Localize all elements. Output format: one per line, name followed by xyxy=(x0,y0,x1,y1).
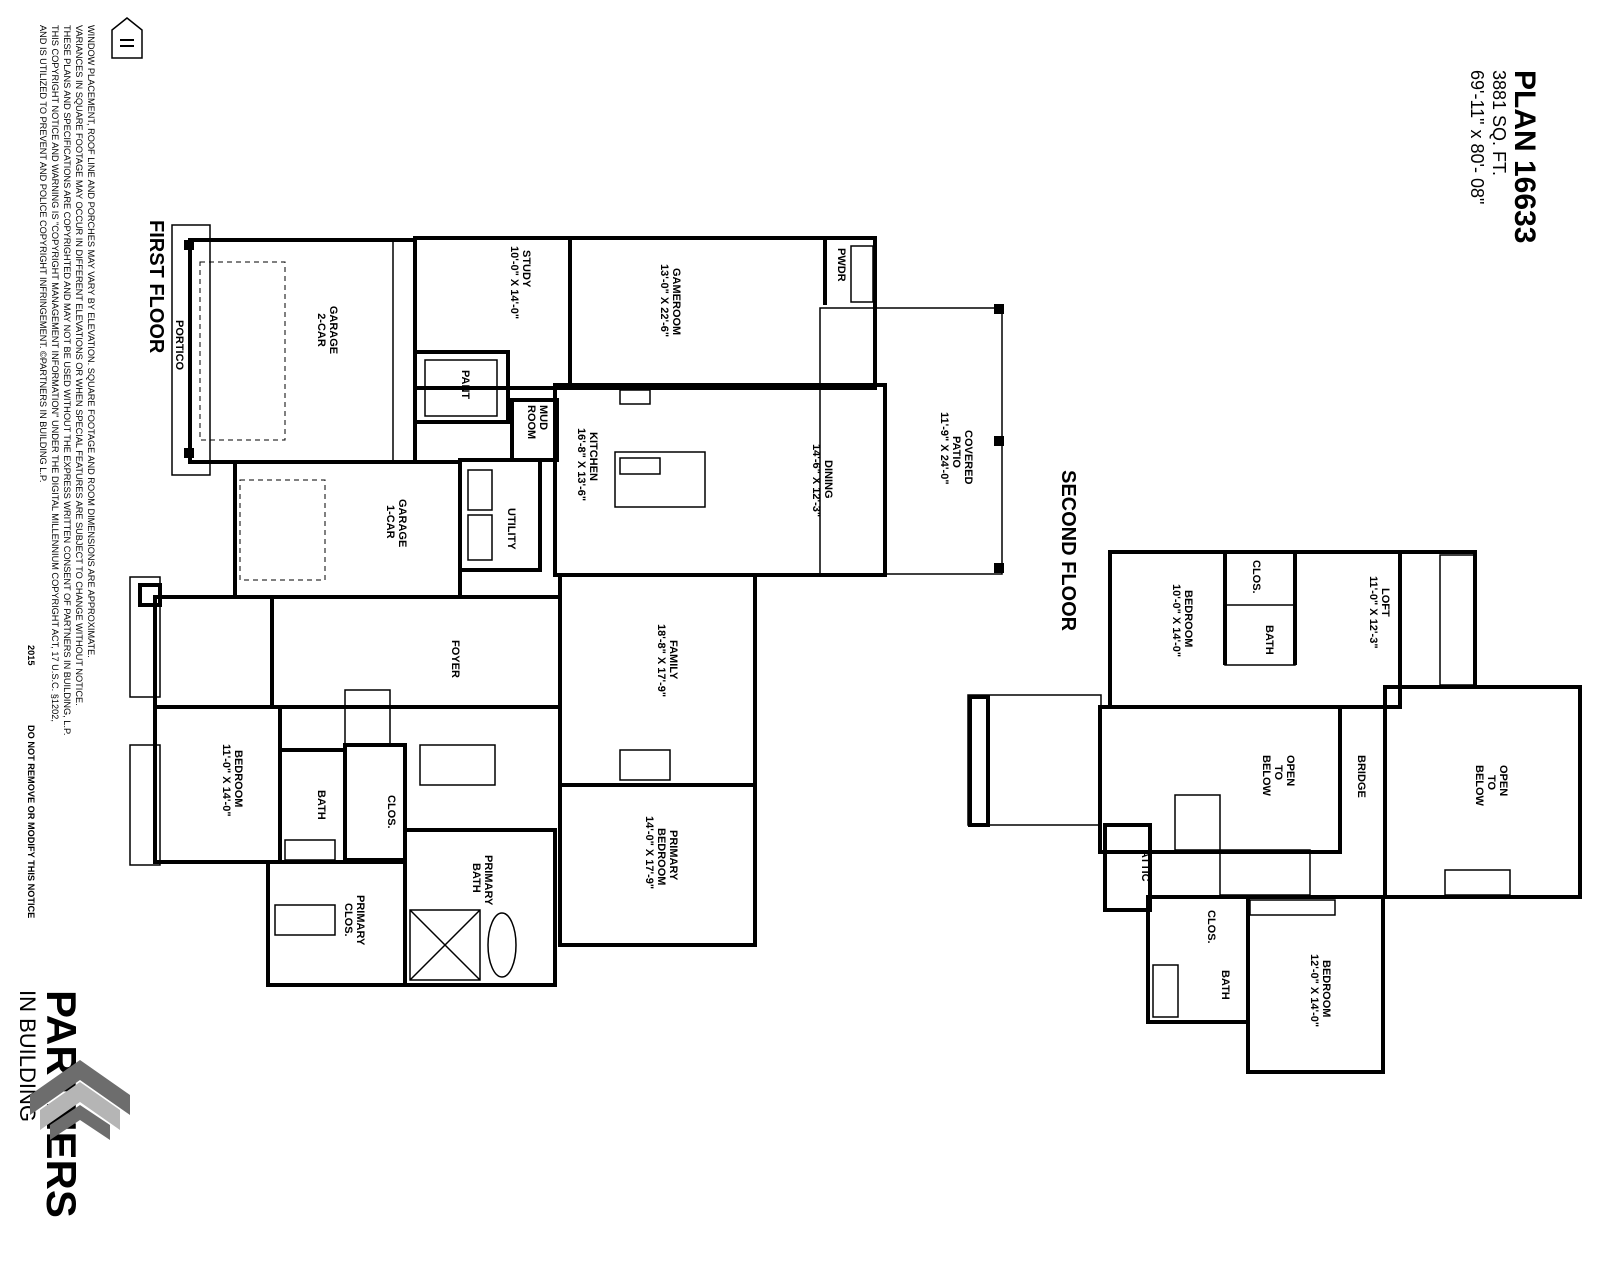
room-bedroom-2-dim: 10'-0" X 14'-0" xyxy=(1170,584,1182,657)
room-pwdr: PWDR xyxy=(835,248,847,282)
room-garage-2car-label: GARAGE xyxy=(327,306,339,354)
room-bedroom-1-dim: 11'-0" X 14'-0" xyxy=(220,744,232,817)
room-open-below-2-b: TO xyxy=(1485,775,1497,791)
room-patio: COVERED xyxy=(962,430,974,484)
room-study: STUDY xyxy=(520,250,532,288)
room-open-below-2: OPEN xyxy=(1497,765,1509,796)
room-primary-bath-label: BATH xyxy=(470,863,482,893)
room-gameroom: GAMEROOM xyxy=(670,268,682,335)
room-dining: DINING xyxy=(822,460,834,499)
room-closet-3: CLOS. xyxy=(1205,910,1217,944)
room-mud-label: ROOM xyxy=(525,405,537,439)
room-bath-2: BATH xyxy=(1263,625,1275,655)
room-closet-2: CLOS. xyxy=(1250,560,1262,594)
room-utility: UTILITY xyxy=(505,508,517,550)
room-attic: ATTIC xyxy=(1139,850,1151,882)
room-foyer: FOYER xyxy=(449,640,461,678)
room-dining-dim: 14'-6" X 12'-3" xyxy=(810,444,822,517)
room-gameroom-dim: 13'-0" X 22'-6" xyxy=(658,264,670,337)
plan-sqft: 3881 SQ. FT. xyxy=(1489,70,1509,176)
room-bedroom-2: BEDROOM xyxy=(1182,590,1194,647)
disclaimer-notice: DO NOT REMOVE OR MODIFY THIS NOTICE xyxy=(26,725,36,918)
room-open-below-1-c: BELOW xyxy=(1260,755,1272,797)
room-primary-bath: PRIMARY xyxy=(482,855,494,906)
disclaimer-block: WINDOW PLACEMENT, ROOF LINE AND PORCHES … xyxy=(26,25,96,918)
svg-text:FIRST FLOOR: FIRST FLOOR xyxy=(145,220,167,354)
room-primary-bedroom-label: BEDROOM xyxy=(655,828,667,885)
room-kitchen: KITCHEN xyxy=(587,432,599,481)
room-open-below-2-c: BELOW xyxy=(1473,765,1485,807)
disclaimer-line: VARIANCES IN SQUARE FOOTAGE MAY OCCUR IN… xyxy=(74,25,84,706)
first-floor-plan xyxy=(129,224,1004,987)
room-garage-1car: 1-CAR xyxy=(384,505,396,539)
room-family: FAMILY xyxy=(667,640,679,680)
room-primary-closet: PRIMARY xyxy=(354,895,366,946)
room-portico: PORTICO xyxy=(173,320,185,371)
room-study-dim: 10'-0" X 14'-0" xyxy=(508,246,520,319)
second-floor-plan xyxy=(967,550,1582,1074)
room-patio-dim: 11'-9" X 24'-0" xyxy=(938,412,950,485)
room-bath-3: BATH xyxy=(1219,970,1231,1000)
svg-text:SECOND FLOOR: SECOND FLOOR xyxy=(1057,470,1079,632)
disclaimer-line: THESE PLANS AND SPECIFICATIONS ARE COPYR… xyxy=(62,25,72,735)
room-open-below-1: OPEN xyxy=(1284,755,1296,786)
first-floor-labels: 2-CAR GARAGE PORTICO STUDY 10'-0" X 14'-… xyxy=(173,246,974,946)
disclaimer-line: THIS COPYRIGHT NOTICE AND WARNING IS "CO… xyxy=(50,25,60,722)
second-floor-title: SECOND FLOOR xyxy=(1057,470,1079,632)
disclaimer-line: AND IS UTILIZED TO PREVENT AND POLICE CO… xyxy=(38,25,48,482)
plan-title-block: PLAN 16633 3881 SQ. FT. 69'-11" x 80'- 0… xyxy=(1467,70,1541,243)
equal-housing-icon xyxy=(111,17,143,59)
room-primary-bedroom-dim: 14'-0" X 17'-9" xyxy=(643,816,655,889)
room-mud: MUD xyxy=(537,405,549,430)
second-floor-labels: LOFT 11'-0" X 12'-3" BEDROOM 10'-0" X 14… xyxy=(1139,560,1509,1027)
room-loft: LOFT xyxy=(1379,588,1391,617)
room-loft-dim: 11'-0" X 12'-3" xyxy=(1367,576,1379,649)
room-open-below-1-b: TO xyxy=(1272,765,1284,781)
room-bath-1: BATH xyxy=(315,790,327,820)
room-bridge: BRIDGE xyxy=(1355,755,1367,798)
room-primary-closet-label: CLOS. xyxy=(342,903,354,937)
room-closet-1: CLOS. xyxy=(385,795,397,829)
room-bedroom-3: BEDROOM xyxy=(1320,960,1332,1017)
room-family-dim: 18'-8" X 17'-9" xyxy=(655,624,667,697)
room-pantry: PANT xyxy=(459,370,471,399)
room-primary-bedroom: PRIMARY xyxy=(667,830,679,881)
chevron-logo-icon xyxy=(30,1060,130,1140)
disclaimer-line: WINDOW PLACEMENT, ROOF LINE AND PORCHES … xyxy=(86,25,96,658)
room-patio-label: PATIO xyxy=(950,436,962,468)
plan-title: PLAN 16633 xyxy=(1508,70,1541,243)
room-bedroom-1: BEDROOM xyxy=(232,750,244,807)
garage-2car-walls xyxy=(188,238,417,464)
room-kitchen-dim: 16'-8" X 13'-6" xyxy=(575,428,587,501)
plan-dimensions: 69'-11" x 80'- 08" xyxy=(1467,70,1487,204)
disclaimer-year: 2015 xyxy=(26,645,36,665)
first-floor-title: FIRST FLOOR xyxy=(145,220,167,354)
room-bedroom-3-dim: 12'-0" X 14'-0" xyxy=(1308,954,1320,1027)
room-garage-1car-label: GARAGE xyxy=(396,499,408,547)
room-garage-2car: 2-CAR xyxy=(315,313,327,347)
